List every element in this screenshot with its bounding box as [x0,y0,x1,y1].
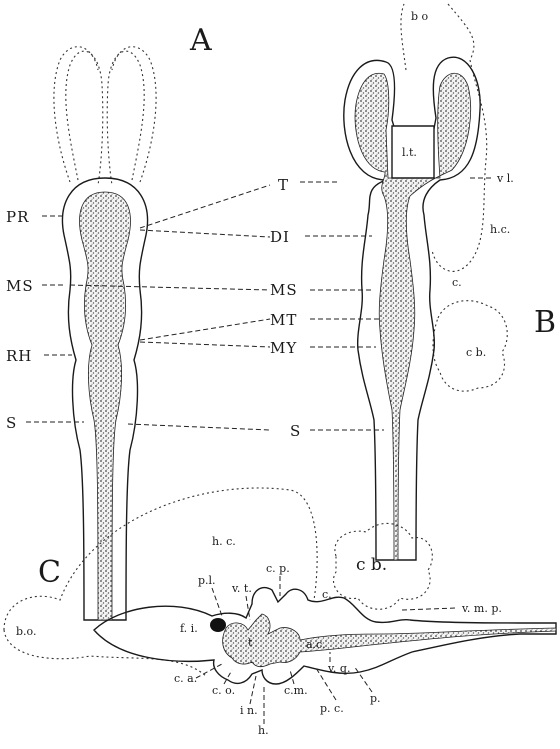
label-c-bo: b.o. [16,625,36,638]
label-ms-b: MS [270,281,298,299]
panel-a [54,47,156,620]
label-b-hc: h.c. [490,223,510,236]
label-a-ms: MS [6,277,34,295]
label-c-fi: f. i. [180,622,198,635]
label-t: T [278,176,289,194]
label-c-p: p. [370,692,381,705]
label-di: DI [270,228,290,246]
label-c-cb: c b. [356,555,387,575]
label-c-cp: c. p. [266,562,290,575]
label-c-hc: h. c. [212,535,236,548]
label-my: MY [270,339,297,357]
label-c-vt: v. t. [231,582,252,595]
panel-a-lumen [80,192,131,620]
label-b-lt: l.t. [402,146,417,159]
panel-c-letter: C [38,555,61,590]
label-c-cm: c.m. [284,684,308,697]
label-mt: MT [270,311,297,329]
panel-b-letter: B [534,305,556,340]
label-c-vq: v. q. [327,662,350,675]
label-c-ac: a.c. [306,638,326,651]
label-c-ca: c. a. [174,672,197,685]
label-c-t: t [248,636,253,649]
label-c-c: c. [322,588,332,601]
panel-a-letter: A [189,23,212,58]
label-b-bo: b o [411,10,429,23]
label-c-in: i n. [240,704,258,717]
label-s-b: S [290,422,301,440]
label-c-co: c. o. [212,684,235,697]
label-b-vl: v l. [496,172,514,185]
label-a-rh: RH [6,347,32,365]
label-b-c: c. [452,276,462,289]
panel-c-foramen [210,618,226,632]
label-c-vmp-leader [402,608,456,610]
panel-b [344,4,507,560]
label-a-pr: PR [6,208,29,226]
label-c-vmp: v. m. p. [461,602,502,615]
label-c-h: h. [258,724,269,737]
panel-a-optic-outline [54,47,156,185]
panel-a-leader-lines [26,216,84,422]
b-leader-lines [300,182,384,430]
label-c-pl: p.l. [198,574,216,587]
label-c-pc: p. c. [320,702,344,715]
label-a-s: S [6,414,17,432]
label-b-cb: c b. [466,346,486,359]
